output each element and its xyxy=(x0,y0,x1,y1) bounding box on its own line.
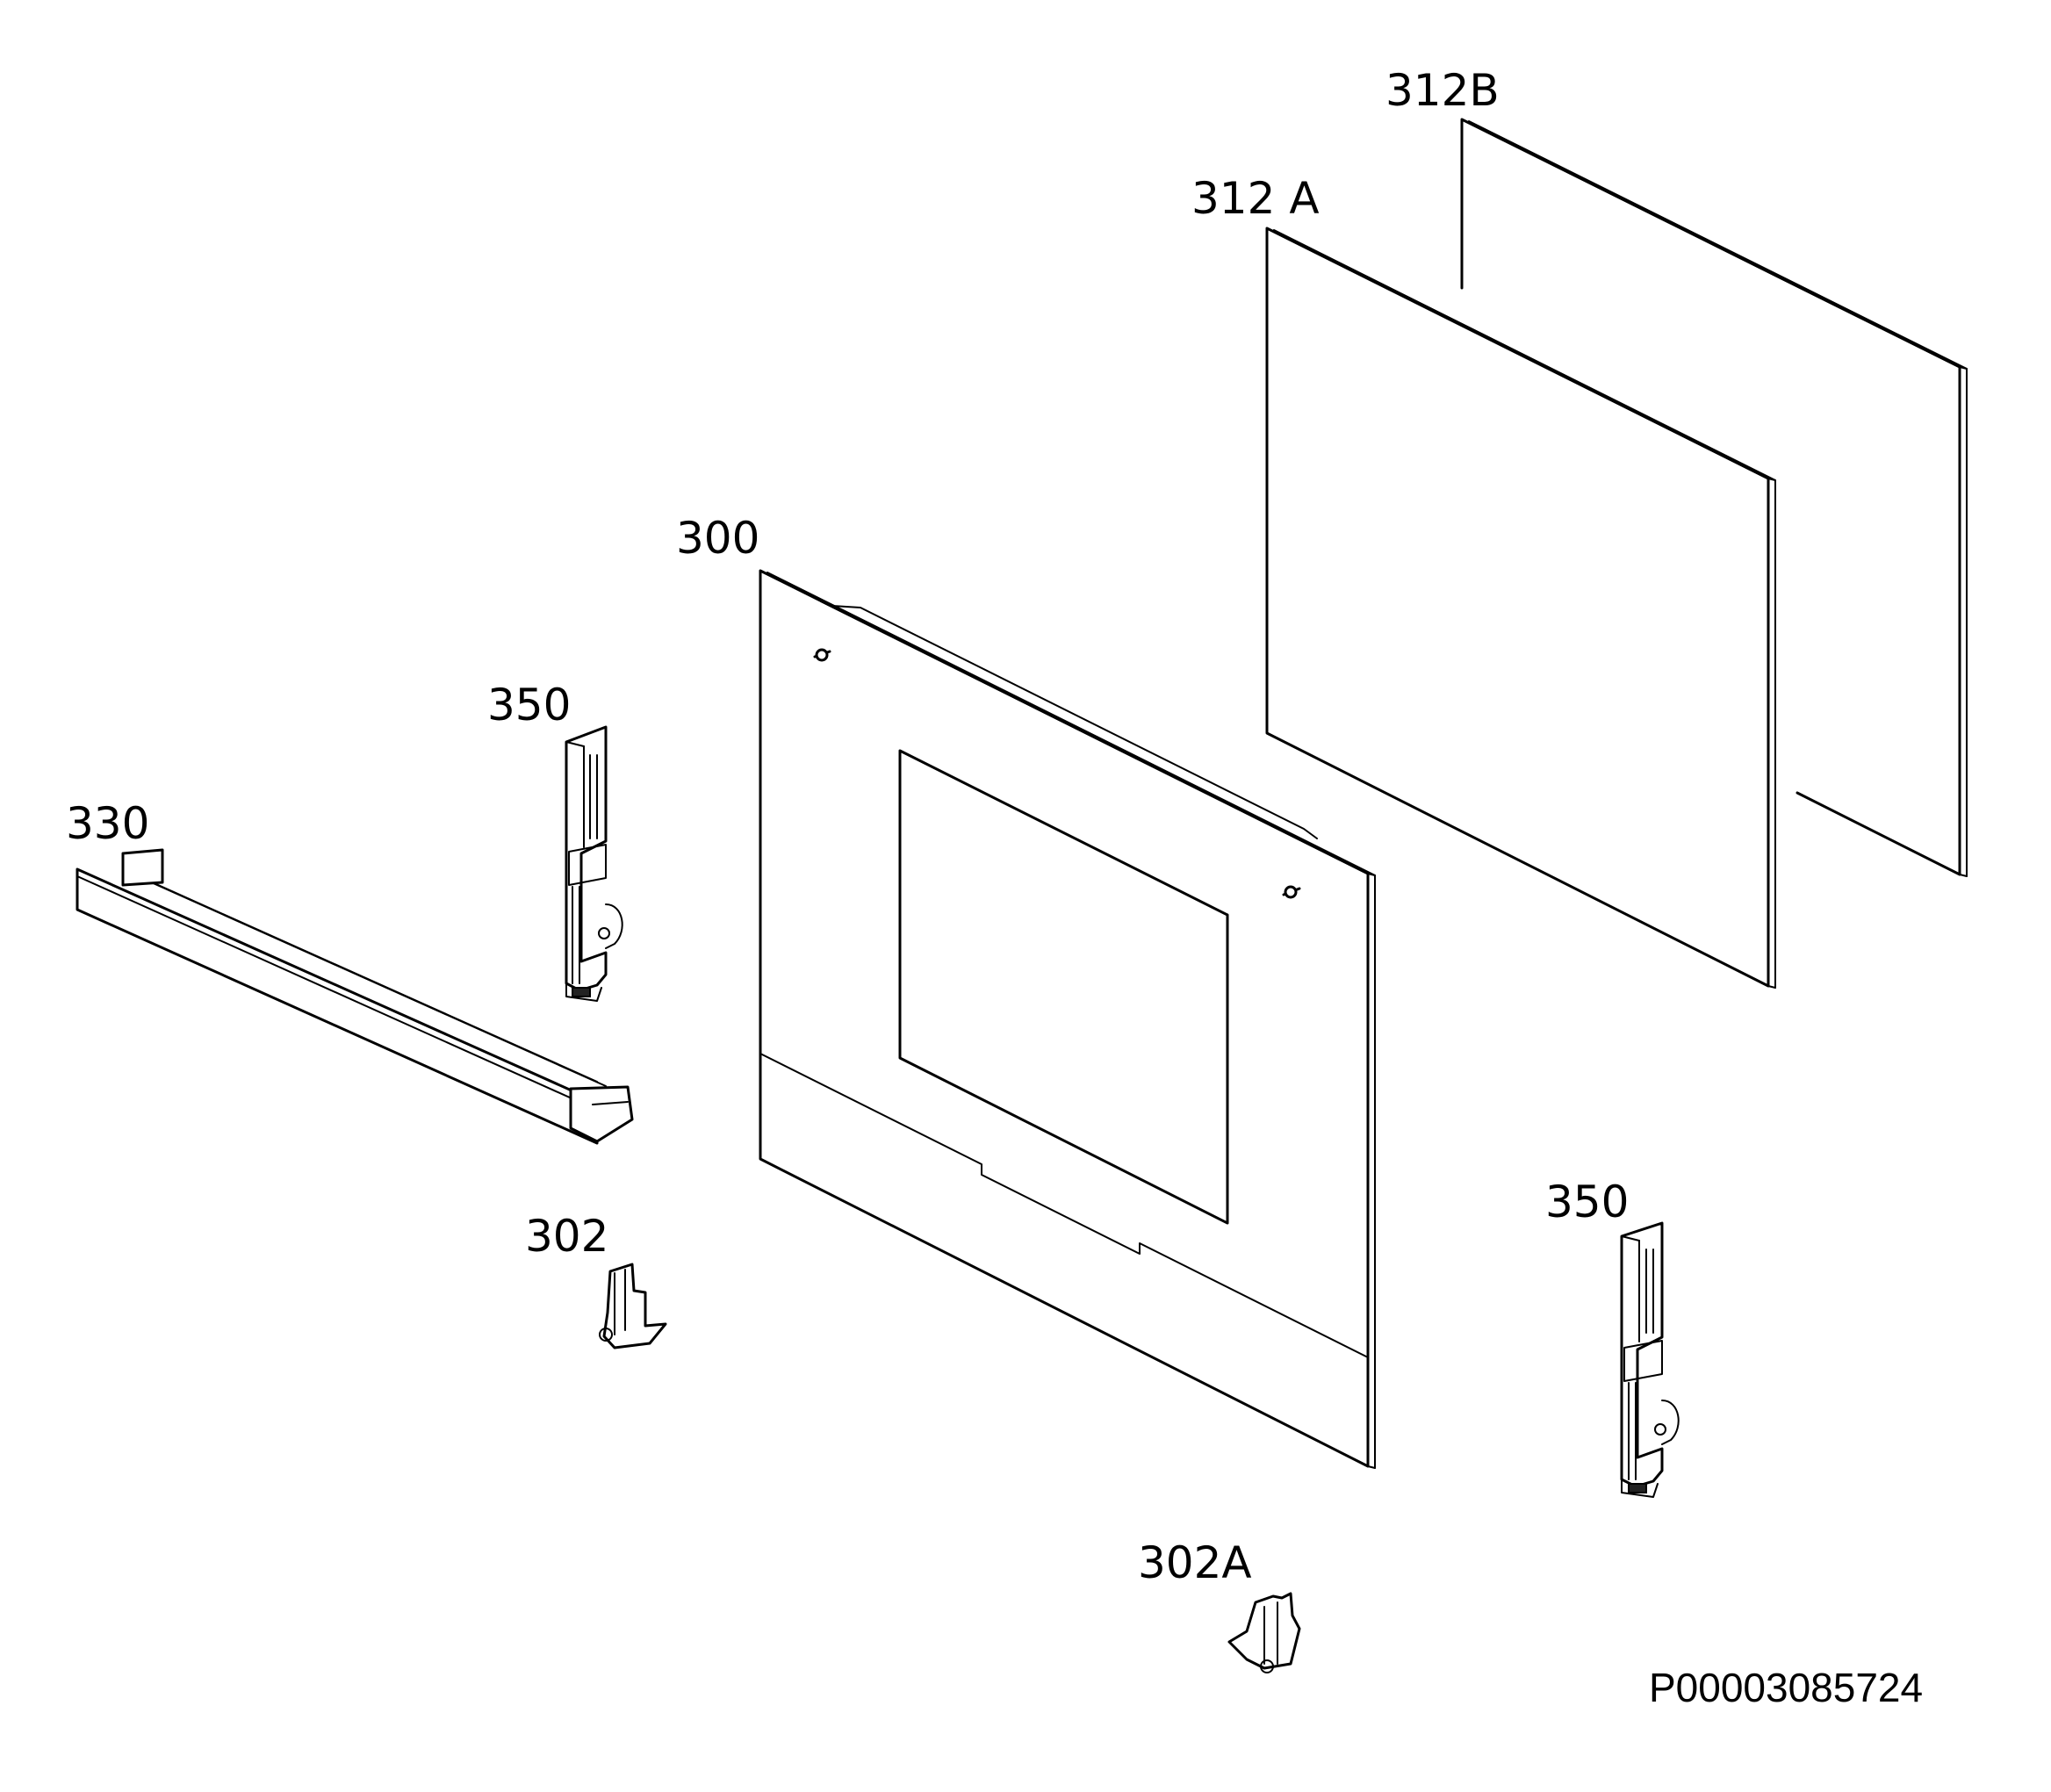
clip-302a xyxy=(1227,1592,1301,1673)
screw-icon xyxy=(813,648,831,662)
hinge-350-right xyxy=(1620,1221,1680,1498)
label-350-left: 350 xyxy=(487,680,571,730)
label-330: 330 xyxy=(66,798,149,849)
document-id: P00003085724 xyxy=(1649,1665,1923,1710)
label-302: 302 xyxy=(525,1211,608,1262)
label-302a: 302A xyxy=(1138,1537,1252,1588)
handle-330 xyxy=(76,848,634,1145)
label-312b: 312B xyxy=(1385,65,1500,116)
label-312a: 312 A xyxy=(1191,173,1320,224)
clip-302 xyxy=(599,1263,667,1349)
screw-icon xyxy=(1282,885,1301,899)
glass-panel-312b xyxy=(1460,118,1968,877)
glass-panel-312a xyxy=(1265,227,1776,989)
outer-door-panel-300 xyxy=(759,569,1376,1469)
hinge-350-left xyxy=(565,725,623,1002)
label-300: 300 xyxy=(676,513,759,564)
label-350-right: 350 xyxy=(1545,1177,1629,1227)
